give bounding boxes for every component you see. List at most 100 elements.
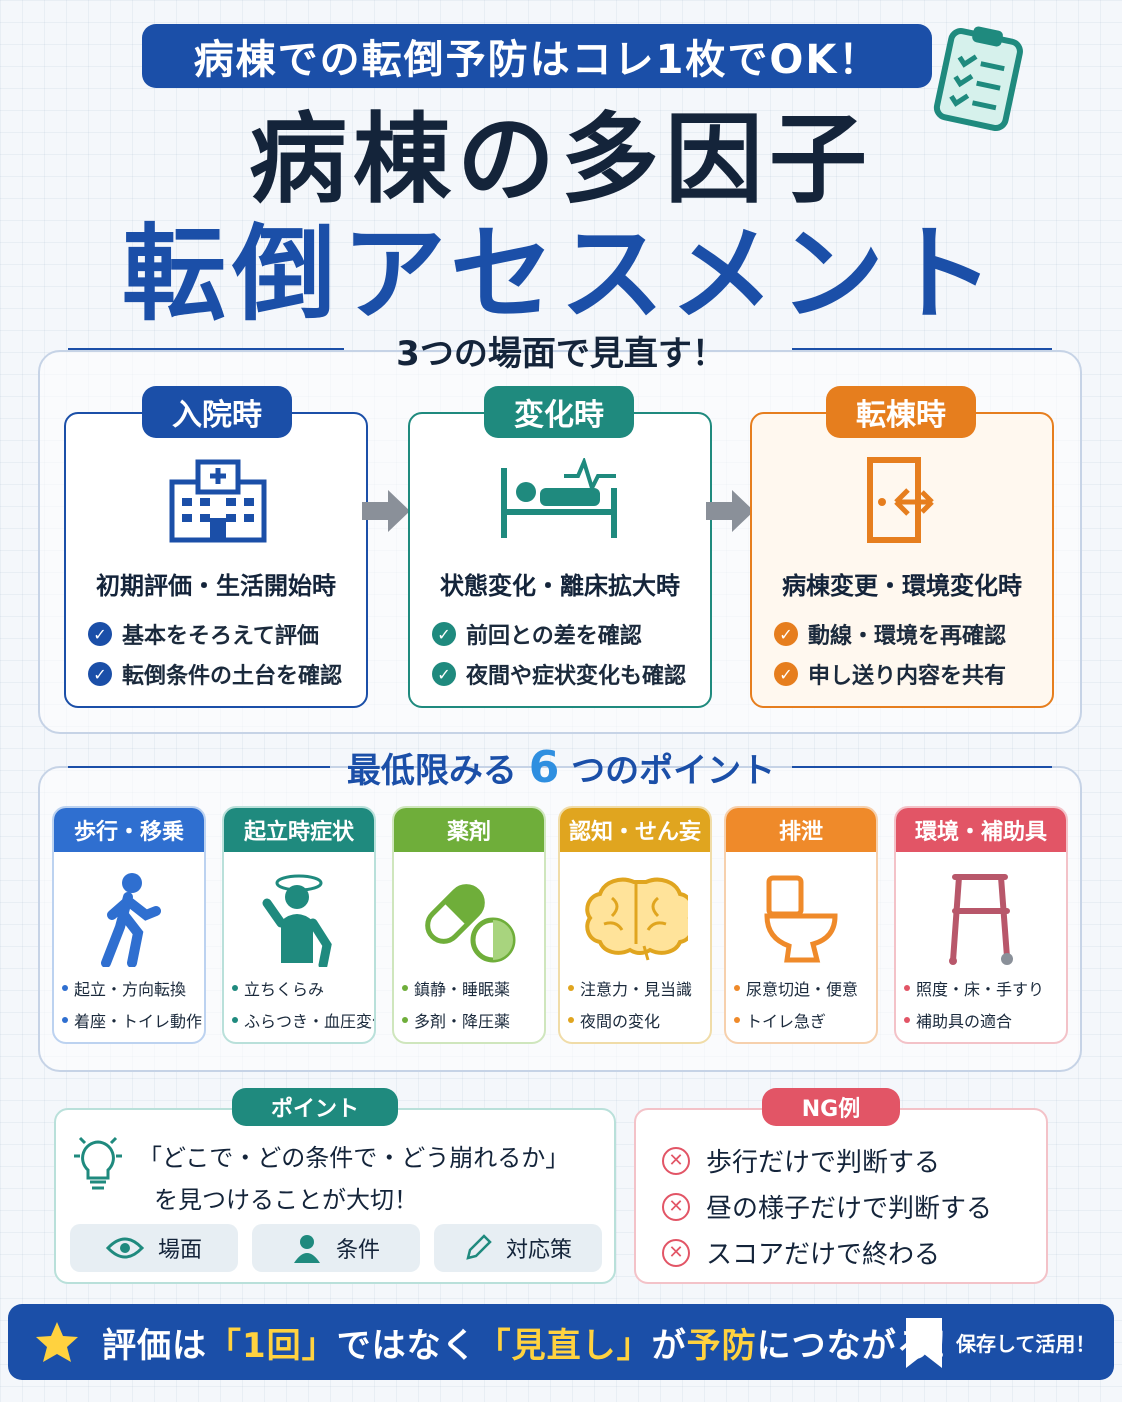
check-icon: ✓ [432, 662, 456, 686]
section2-heading-pre: 最低限みる [346, 751, 517, 791]
scene-label-admission: 入院時 [142, 386, 292, 438]
point-box-line1: 「どこで・どの条件で・どう崩れるか」 [138, 1144, 570, 1172]
eye-icon [105, 1237, 144, 1259]
footer-post1: が [651, 1326, 687, 1366]
bullet-icon [402, 1017, 408, 1023]
clipboard-icon [933, 26, 1023, 131]
point-item: 尿意切迫・便意 [734, 976, 858, 1000]
scene-item-text: 基本をそろえて評価 [122, 624, 319, 649]
footer-banner: 評価は「1回」ではなく「見直し」が予防につながる！ 保存して活用！ [8, 1304, 1114, 1380]
title-line1: 病棟の多因子 [248, 103, 873, 217]
bullet-icon [904, 985, 910, 991]
tag-label: 対応策 [505, 1238, 572, 1263]
point-label: 歩行・移乗 [54, 808, 204, 852]
scene-card-change: 状態変化・離床拡大時 ✓前回との差を確認 ✓夜間や症状変化も確認 [408, 412, 712, 708]
footer-q1: 「1回」 [207, 1326, 337, 1366]
point-icon-wrap [560, 864, 710, 974]
tag-scene: 場面 [70, 1224, 238, 1272]
section1-heading: 3つの場面で見直す！ [396, 334, 726, 374]
title-line2: 転倒アセスメント [122, 213, 1000, 335]
ng-item-text: 昼の様子だけで判断する [706, 1194, 993, 1224]
point-item: 鎮静・睡眠薬 [402, 976, 510, 1000]
tag-label: 場面 [157, 1238, 202, 1263]
point-card-cognition: 認知・せん妄 注意力・見当識 夜間の変化 [558, 806, 712, 1044]
point-item: トイレ急ぎ [734, 1008, 826, 1032]
point-item: 立ちくらみ [232, 976, 324, 1000]
point-item-text: 照度・床・手すり [916, 980, 1045, 999]
bullet-icon [904, 1017, 910, 1023]
scene-label-transfer: 転棟時 [826, 386, 976, 438]
ng-item: ✕歩行だけで判断する [662, 1142, 940, 1179]
point-icon-wrap [54, 864, 204, 974]
point-box-label: ポイント [232, 1088, 398, 1126]
section1-line-right [792, 348, 1052, 350]
scene-item-text: 前回との差を確認 [466, 624, 642, 649]
point-item: ふらつき・血圧変化 [232, 1008, 376, 1032]
point-item: 起立・方向転換 [62, 976, 186, 1000]
bullet-icon [402, 985, 408, 991]
scene-item: ✓動線・環境を再確認 [774, 618, 1006, 650]
scene-card-admission: 初期評価・生活開始時 ✓基本をそろえて評価 ✓転倒条件の土台を確認 [64, 412, 368, 708]
ng-item-text: スコアだけで終わる [706, 1240, 941, 1270]
point-box: 「どこで・どの条件で・どう崩れるか」 を見つけることが大切！ 場面 条件 対応策 [54, 1108, 616, 1284]
point-icon-wrap [726, 864, 876, 974]
scene-item-text: 申し送り内容を共有 [808, 664, 1007, 689]
tag-label: 条件 [335, 1238, 380, 1263]
ng-item: ✕ 昼の様子だけで判断する [662, 1188, 992, 1225]
point-item-text: 鎮静・睡眠薬 [414, 980, 511, 999]
point-item: 注意力・見当識 [568, 976, 692, 1000]
point-label: 薬剤 [394, 808, 544, 852]
scene-item: ✓転倒条件の土台を確認 [88, 658, 342, 690]
walker-icon [949, 874, 1013, 965]
arrow-right-icon [362, 490, 410, 532]
check-icon: ✓ [432, 622, 456, 646]
scene-item: ✓ 申し送り内容を共有 [774, 658, 1006, 690]
point-icon-wrap [224, 864, 374, 974]
ng-box [634, 1108, 1048, 1284]
footer-em: 予防 [686, 1326, 757, 1366]
hospital-icon [169, 459, 267, 543]
point-item: 多剤・降圧薬 [402, 1008, 510, 1032]
bookmark-icon [906, 1318, 942, 1368]
point-item-text: 補助具の適合 [916, 1012, 1013, 1031]
brain-icon [585, 877, 688, 961]
scene-sub: 病棟変更・環境変化時 [782, 572, 1022, 600]
point-label: 環境・補助具 [896, 808, 1066, 852]
point-label: 排泄 [726, 808, 876, 852]
scene-item: ✓ 基本をそろえて評価 [88, 618, 319, 650]
point-item-text: トイレ急ぎ [746, 1012, 827, 1031]
x-circle-icon: ✕ [662, 1238, 690, 1267]
point-label: 認知・せん妄 [560, 808, 710, 852]
point-item-text: ふらつき・血圧変化 [244, 1012, 376, 1031]
bullet-icon [734, 1017, 740, 1023]
point-item-text: 注意力・見当識 [580, 980, 693, 999]
point-card-walking: 歩行・移乗 起立・方向転換 着座・トイレ動作 [52, 806, 206, 1044]
point-item: 夜間の変化 [568, 1008, 660, 1032]
ng-box-label: NG例 [762, 1088, 900, 1126]
point-card-orthostatic: 起立時症状 立ちくらみ ふらつき・血圧変化 [222, 806, 376, 1044]
lightbulb-icon [74, 1136, 122, 1190]
tag-condition: 条件 [252, 1224, 420, 1272]
bullet-icon [568, 1017, 574, 1023]
x-circle-icon: ✕ [662, 1146, 690, 1175]
dizzy-person-icon [262, 874, 332, 967]
pencil-icon [466, 1234, 492, 1260]
point-item-text: 夜間の変化 [580, 1012, 661, 1031]
section2-heading: 最低限みる 6 つのポイント [0, 742, 1122, 793]
point-icon-wrap [896, 864, 1066, 974]
check-icon: ✓ [774, 662, 798, 686]
toilet-icon [764, 875, 838, 963]
check-icon: ✓ [88, 622, 112, 646]
x-circle-icon: ✕ [662, 1192, 690, 1221]
point-item-text: 立ちくらみ [244, 980, 325, 999]
point-item-text: 多剤・降圧薬 [414, 1012, 511, 1031]
bullet-icon [734, 985, 740, 991]
patient-bed-icon [501, 458, 617, 538]
scene-card-transfer: 病棟変更・環境変化時 ✓動線・環境を再確認 ✓ 申し送り内容を共有 [750, 412, 1054, 708]
person-icon [293, 1235, 320, 1263]
bullet-icon [568, 985, 574, 991]
scene-sub: 状態変化・離床拡大時 [440, 572, 680, 600]
bullet-icon [232, 1017, 238, 1023]
ng-item: ✕ スコアだけで終わる [662, 1234, 940, 1271]
section2-heading-post: つのポイント [571, 751, 776, 791]
